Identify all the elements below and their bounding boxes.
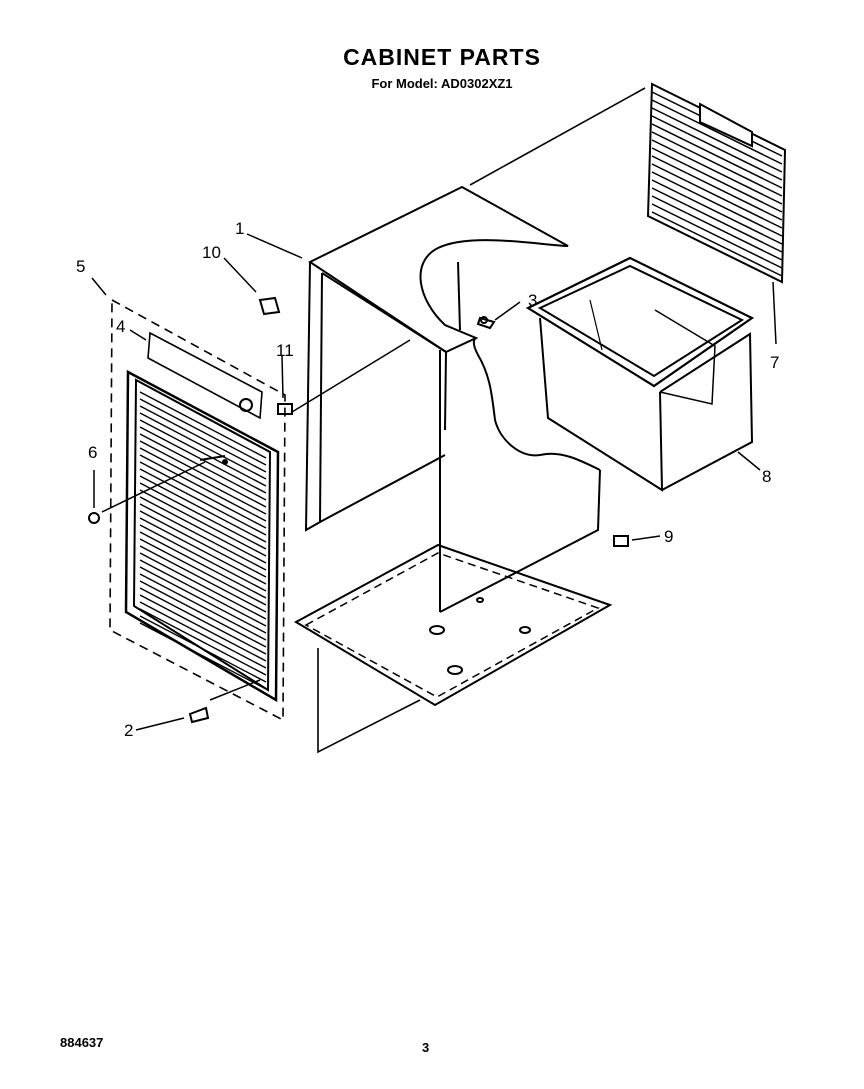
filter-mesh-line [651, 107, 783, 173]
rear-filter [646, 82, 787, 284]
grille-slat [139, 496, 267, 564]
grille-slat [139, 489, 267, 557]
grille-slat [139, 461, 267, 529]
grille-slat [139, 622, 267, 690]
grille-slat [139, 391, 267, 459]
grille-slat [139, 538, 267, 606]
cabinet-wrapper [304, 87, 646, 613]
filter-mesh-line [651, 123, 783, 189]
grille-slat [139, 433, 267, 501]
grille-slat [139, 510, 267, 578]
grille-slats [139, 391, 267, 690]
grille-slat [139, 482, 267, 550]
filter-mesh-line [651, 203, 783, 269]
filter-mesh-line [651, 155, 783, 221]
water-bucket [525, 256, 755, 492]
screw-part-2 [188, 706, 210, 724]
grille-slat [139, 531, 267, 599]
callout-labels: 1 2 3 4 5 6 7 8 9 10 11 [76, 219, 779, 740]
screw-part-11 [277, 403, 293, 415]
grille-slat [139, 447, 267, 515]
grille-slat [139, 398, 267, 466]
grille-slat [139, 552, 267, 620]
callout-2: 2 [124, 721, 133, 740]
filter-mesh-line [651, 171, 783, 237]
grille-slat [139, 587, 267, 655]
document-number: 884637 [60, 1035, 104, 1050]
grille-slat [139, 608, 267, 676]
filter-mesh-line [651, 211, 783, 277]
base-pan [293, 543, 613, 754]
grille-slat [139, 503, 267, 571]
page-title: CABINET PARTS [343, 44, 541, 70]
callout-7: 7 [770, 353, 779, 372]
page-number: 3 [422, 1040, 430, 1055]
screw-part-3 [476, 316, 496, 330]
filter-mesh-line [651, 139, 783, 205]
grille-slat [139, 412, 267, 480]
grille-slat [139, 524, 267, 592]
model-subtitle: For Model: AD0302XZ1 [371, 76, 513, 91]
grille-slat [139, 419, 267, 487]
grille-slat [139, 440, 267, 508]
filter-mesh-line [651, 163, 783, 229]
screw-part-9 [613, 535, 629, 547]
front-grille-assembly [109, 298, 286, 722]
grille-slat [139, 405, 267, 473]
callout-11: 11 [276, 341, 294, 360]
callout-5: 5 [76, 257, 85, 276]
grille-slat [139, 580, 267, 648]
callout-8: 8 [762, 467, 771, 486]
filter-mesh-line [651, 187, 783, 253]
callout-6: 6 [88, 443, 97, 462]
grille-slat [139, 566, 267, 634]
filter-mesh-line [651, 147, 783, 213]
small-block-part-10 [258, 296, 281, 316]
callout-4: 4 [116, 317, 125, 336]
callout-3: 3 [528, 291, 537, 310]
grille-slat [139, 615, 267, 683]
filter-mesh-line [651, 195, 783, 261]
filter-mesh-line [651, 99, 783, 165]
grille-slat [139, 517, 267, 585]
knob-part-6 [88, 512, 100, 524]
grille-slat [139, 454, 267, 522]
grille-slat [139, 559, 267, 627]
callout-10: 10 [202, 243, 221, 262]
grille-slat [139, 594, 267, 662]
filter-mesh-line [651, 115, 783, 181]
grille-slat [139, 573, 267, 641]
filter-mesh-line [651, 131, 783, 197]
leader-lines [91, 233, 777, 731]
grille-slat [139, 601, 267, 669]
callout-9: 9 [664, 527, 673, 546]
filter-mesh-line [651, 179, 783, 245]
callout-1: 1 [235, 219, 244, 238]
grille-slat [139, 545, 267, 613]
grille-slat [139, 468, 267, 536]
grille-slat [139, 475, 267, 543]
